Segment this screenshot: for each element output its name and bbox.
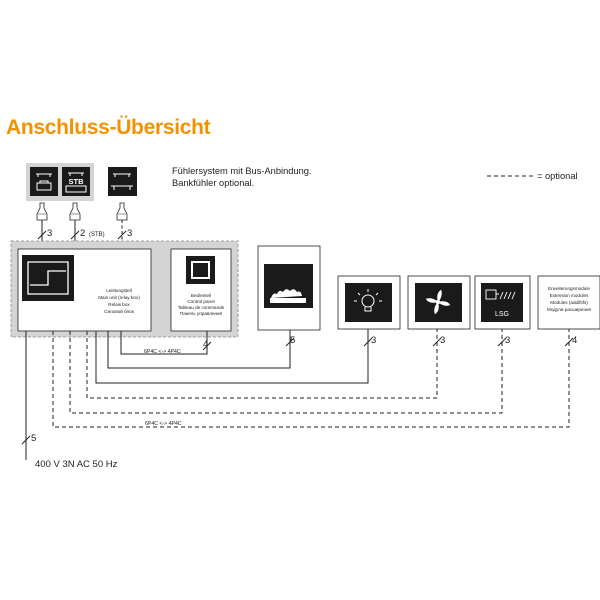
sauna-heater-icon <box>264 264 313 308</box>
lsg-label: LSG <box>495 311 509 318</box>
cable-label-1: 6P4C <-> 4P4C <box>144 349 181 355</box>
relay-box-icon <box>27 261 69 295</box>
fan-icon <box>425 289 451 315</box>
wire-count-sensor3: 3 <box>127 228 132 239</box>
wire-fan <box>86 329 438 399</box>
main-unit: Leistungsteil Main unit (relay box) Rela… <box>17 248 152 332</box>
sensor-plugs <box>36 202 128 221</box>
lsg-module: LSG <box>474 275 531 330</box>
sensor-2-stb: STB <box>62 167 90 196</box>
main-unit-line-3: Relais box <box>108 302 130 307</box>
wire-extension <box>52 329 570 428</box>
extension-line-3: Modules (addiftifs) <box>550 300 588 305</box>
fan-module <box>407 275 471 330</box>
wiring <box>21 329 574 460</box>
wire-light <box>95 329 369 384</box>
control-panel-line-1: Bedienteil <box>191 293 211 298</box>
wire-control <box>120 331 208 355</box>
wire-count-heater: 5 <box>290 335 295 346</box>
control-panel: Bedienteil Control panel Tableau de comm… <box>170 248 232 332</box>
control-panel-line-2: Control panel <box>187 299 214 304</box>
control-panel-line-3: Tableau de commande <box>178 305 225 310</box>
control-panel-line-4: Панель управления <box>180 311 223 316</box>
wire-count-extension: 4 <box>572 335 577 346</box>
bench-sensor-icon <box>111 173 133 190</box>
main-unit-line-2: Main unit (relay box) <box>98 295 140 300</box>
extension-line-1: Erweiterungsmodule <box>548 286 590 291</box>
stb-label: STB <box>69 177 85 186</box>
lsg-relay-icon <box>485 289 516 300</box>
power-label: 400 V 3N AC 50 Hz <box>35 459 118 470</box>
info-line-1: Fühlersystem mit Bus-Anbindung. <box>172 166 312 176</box>
sauna-heater <box>257 245 321 331</box>
legend-label: = optional <box>537 171 578 181</box>
sensor-1 <box>30 167 58 196</box>
stb-sensor-icon <box>65 172 87 193</box>
extension-line-4: Модули расширения <box>547 307 592 312</box>
light-module <box>337 275 401 330</box>
sensor-3-bench <box>108 167 137 196</box>
page-title: Anschluss-Übersicht <box>6 116 211 139</box>
wire-heater <box>107 330 291 369</box>
control-panel-icon <box>186 256 215 284</box>
info-line-2: Bankfühler optional. <box>172 178 254 188</box>
wire-count-fan: 3 <box>440 335 445 346</box>
wire-count-light: 3 <box>371 335 376 346</box>
main-unit-line-1: Leistungsteil <box>106 288 132 293</box>
stb-wire-label: (STB) <box>89 232 105 238</box>
extension-line-2: Extension modules <box>550 293 590 298</box>
thermometer-bench-icon <box>36 173 52 191</box>
cable-label-2: 6P4C <-> 4P4C <box>145 421 182 427</box>
wire-count-lsg: 3 <box>505 335 510 346</box>
wire-lsg <box>69 329 503 414</box>
main-unit-line-4: Силовой блок <box>104 308 135 314</box>
extension-modules: Erweiterungsmodule Extension modules Mod… <box>537 275 600 330</box>
wire-count-control: 4 <box>203 339 208 350</box>
wire-count-sensor1: 3 <box>47 228 52 239</box>
light-bulb-icon <box>354 289 382 312</box>
wire-count-sensor2: 2 <box>80 228 85 239</box>
wire-count-power: 5 <box>31 433 36 444</box>
